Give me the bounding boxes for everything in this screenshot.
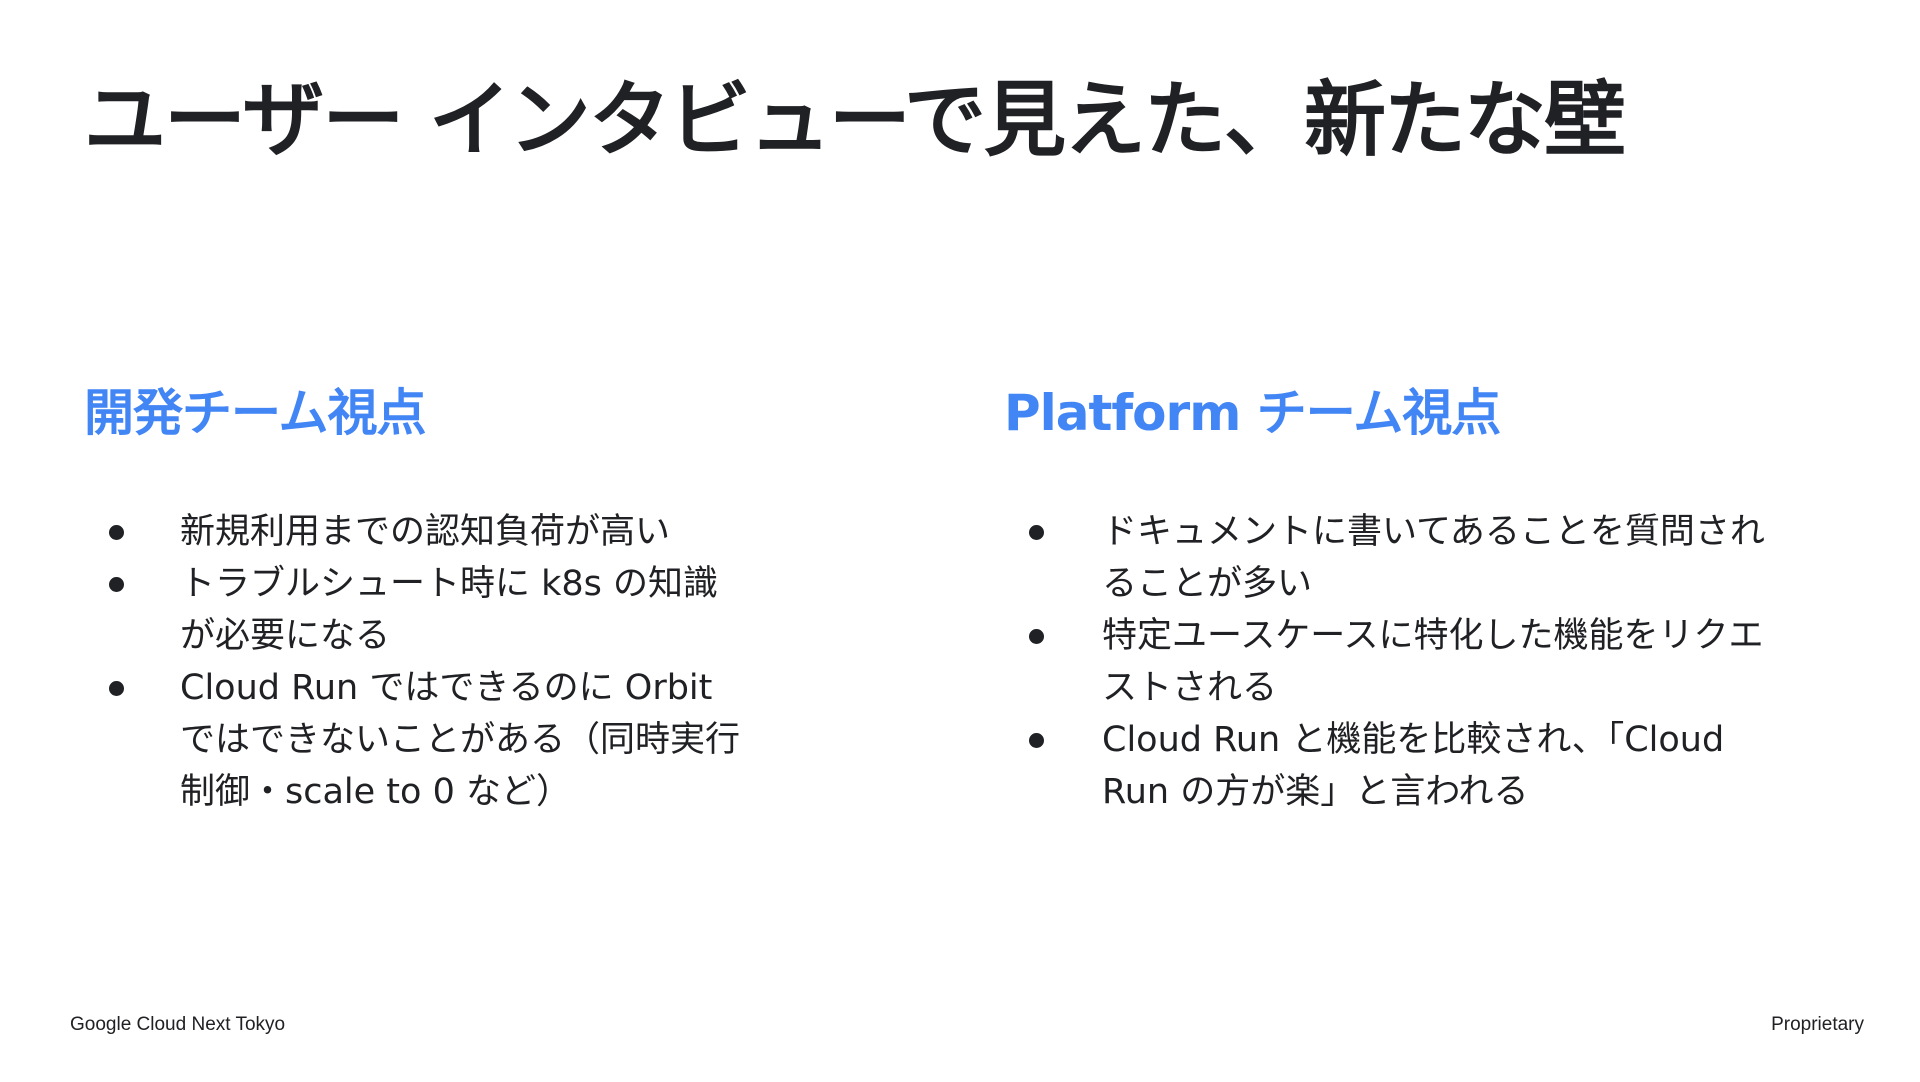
- dev-team-heading: 開発チーム視点: [84, 384, 427, 442]
- footer-brand: Google Cloud Next Tokyo: [70, 1014, 286, 1035]
- platform-team-column: Platform チーム視点 ドキュメントに書いてあることを質問されることが多い…: [1004, 378, 1804, 812]
- list-item: Cloud Run と機能を比較され、「Cloud Run の方が楽」と言われる: [1004, 714, 1782, 818]
- platform-team-heading: Platform チーム視点: [1004, 384, 1501, 442]
- list-item-text: Cloud Run ではできるのに Orbit ではできないことがある（同時実行…: [180, 668, 741, 812]
- dev-team-list: 新規利用までの認知負荷が高い トラブルシュート時に k8s の知識が必要になる …: [84, 506, 740, 818]
- list-item-text: 特定ユースケースに特化した機能をリクエストされる: [1102, 616, 1764, 708]
- bullet-icon: [1029, 629, 1044, 644]
- bullet-icon: [109, 577, 124, 592]
- list-item-text: Cloud Run と機能を比較され、「Cloud Run の方が楽」と言われる: [1102, 720, 1725, 812]
- bullet-icon: [109, 525, 124, 540]
- list-item-text: 新規利用までの認知負荷が高い: [180, 512, 671, 552]
- list-item: ドキュメントに書いてあることを質問されることが多い: [1004, 506, 1782, 610]
- footer-proprietary: Proprietary: [1771, 1014, 1864, 1035]
- list-item: Cloud Run ではできるのに Orbit ではできないことがある（同時実行…: [84, 662, 740, 818]
- bullet-icon: [109, 681, 124, 696]
- bullet-icon: [1029, 733, 1044, 748]
- dev-team-column: 開発チーム視点 新規利用までの認知負荷が高い トラブルシュート時に k8s の知…: [84, 378, 904, 812]
- list-item-text: ドキュメントに書いてあることを質問されることが多い: [1102, 512, 1765, 604]
- slide-title: ユーザー インタビューで見えた、新たな壁: [84, 73, 1626, 168]
- list-item: 特定ユースケースに特化した機能をリクエストされる: [1004, 610, 1782, 714]
- list-item-text: トラブルシュート時に k8s の知識が必要になる: [180, 564, 719, 656]
- list-item: 新規利用までの認知負荷が高い: [84, 506, 740, 558]
- bullet-icon: [1029, 525, 1044, 540]
- platform-team-list: ドキュメントに書いてあることを質問されることが多い 特定ユースケースに特化した機…: [1004, 506, 1782, 818]
- list-item: トラブルシュート時に k8s の知識が必要になる: [84, 558, 740, 662]
